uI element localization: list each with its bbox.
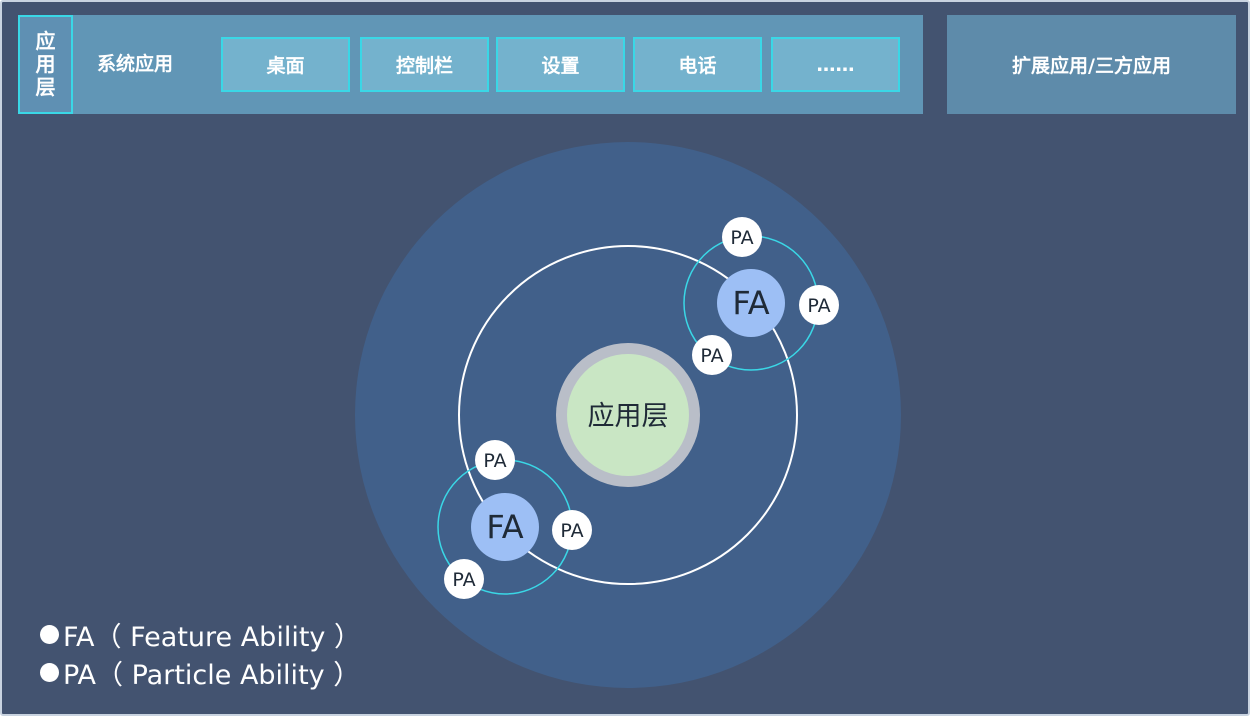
center-node-label: 应用层 [588, 401, 669, 432]
pa-node-top-3 [692, 335, 732, 375]
legend-item-pa: PA（ Particle Ability ） [40, 660, 360, 692]
pa-node-bottom-3 [444, 559, 484, 599]
pa-node-bottom-1 [475, 440, 515, 480]
pa-label-top-2: PA [807, 295, 830, 317]
center-node [567, 354, 689, 476]
fa-label-top: FA [732, 284, 769, 322]
layer-tag: 应用层 [18, 15, 73, 114]
app-box-more: …… [771, 37, 900, 92]
pa-label-bottom-2: PA [560, 520, 583, 542]
pa-label-bottom-1: PA [483, 450, 506, 472]
pa-node-top-1 [722, 217, 762, 257]
layer-tag-label: 应用层 [35, 29, 56, 99]
legend-item-fa: FA（ Feature Ability ） [40, 622, 361, 654]
pa-label-top-1: PA [730, 227, 753, 249]
app-box-control-bar: 控制栏 [360, 37, 489, 92]
pa-label-bottom-3: PA [452, 569, 475, 591]
extension-apps-panel: 扩展应用/三方应用 [947, 15, 1236, 114]
legend-label-fa: FA（ Feature Ability ） [63, 622, 361, 653]
app-box-settings: 设置 [496, 37, 625, 92]
system-apps-label: 系统应用 [97, 53, 174, 75]
app-box-desktop: 桌面 [221, 37, 350, 92]
legend-label-pa: PA（ Particle Ability ） [63, 660, 361, 691]
bullet-dot-icon [40, 663, 59, 682]
app-box-phone: 电话 [633, 37, 762, 92]
fa-node-top [717, 269, 785, 337]
extension-apps-label: 扩展应用/三方应用 [1012, 55, 1171, 77]
bullet-dot-icon [40, 625, 59, 644]
pa-label-top-3: PA [700, 345, 723, 367]
pa-node-top-2 [799, 285, 839, 325]
pa-node-bottom-2 [552, 510, 592, 550]
orbit-ring [458, 245, 798, 585]
fa-label-bottom: FA [486, 508, 523, 546]
fa-node-bottom [471, 493, 539, 561]
system-apps-panel: 系统应用 桌面 控制栏 设置 电话 …… [73, 15, 923, 114]
